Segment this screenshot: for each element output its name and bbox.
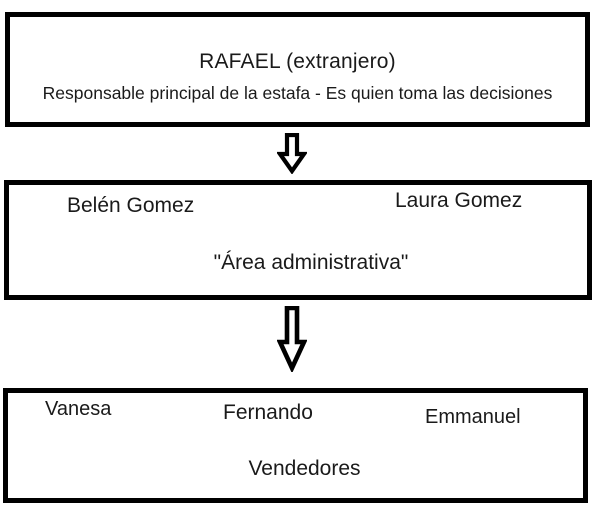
vendedores-label: Vendedores <box>248 457 361 480</box>
box-rafael: RAFAEL (extranjero) Responsable principa… <box>5 12 590 127</box>
person-vanesa: Vanesa <box>45 398 112 420</box>
down-arrow-icon <box>276 305 308 377</box>
area-administrativa-label: "Área administrativa" <box>213 251 409 274</box>
box-area-administrativa: Belén Gomez Laura Gomez "Área administra… <box>4 180 592 300</box>
person-emmanuel: Emmanuel <box>425 406 521 428</box>
rafael-title: RAFAEL (extranjero) <box>199 50 396 73</box>
box-vendedores: Vanesa Fernando Emmanuel Vendedores <box>3 388 588 503</box>
down-arrow-icon <box>275 132 309 179</box>
rafael-subtitle: Responsable principal de la estafa - Es … <box>42 83 553 103</box>
person-laura-gomez: Laura Gomez <box>395 189 523 212</box>
person-belen-gomez: Belén Gomez <box>67 194 195 217</box>
person-fernando: Fernando <box>223 401 313 424</box>
